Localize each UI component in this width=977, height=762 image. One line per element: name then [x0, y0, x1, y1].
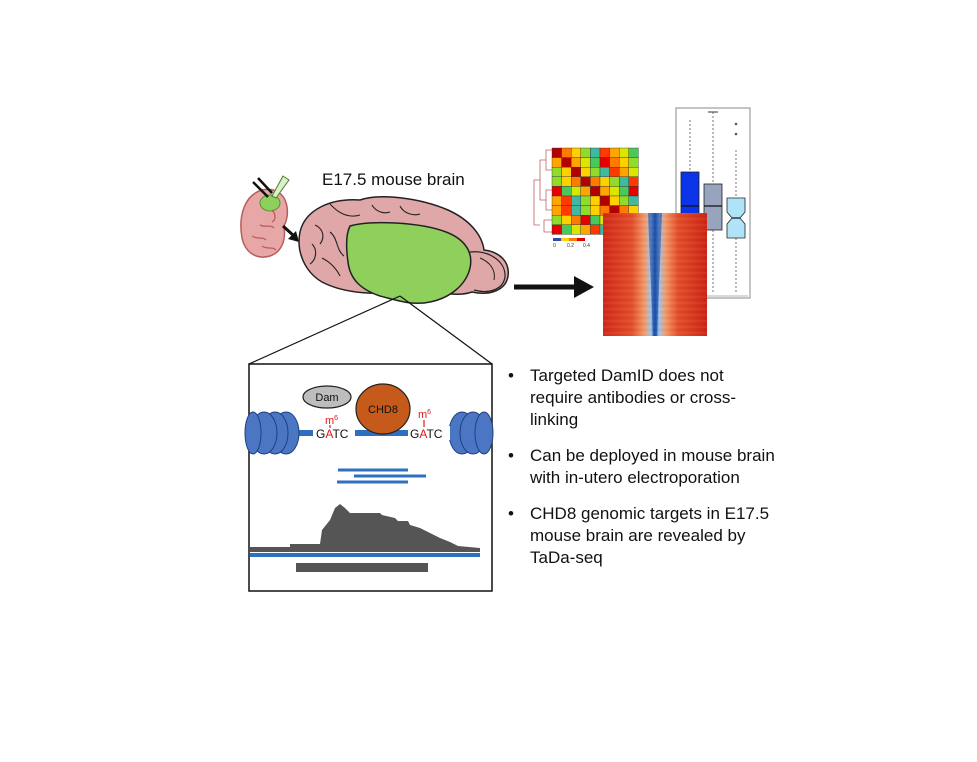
heatmap-cell	[599, 186, 610, 197]
heatmap-cell	[580, 195, 591, 206]
heatmap-cell	[571, 214, 582, 225]
binding-peak	[250, 504, 480, 572]
heatmap-cell	[619, 157, 630, 168]
heatmap-cell	[628, 157, 639, 168]
heatmap-cell	[599, 166, 610, 177]
heatmap-cell	[619, 186, 630, 197]
heatmap-cell	[619, 176, 630, 187]
heatmap-cell	[580, 186, 591, 197]
motif-right: GATC	[410, 427, 443, 441]
dendrogram-icon	[533, 149, 552, 233]
scale-tick-2: 0.4	[583, 243, 590, 249]
heatmap-cell	[628, 186, 639, 197]
heatmap-cell	[561, 186, 572, 197]
heatmap-cell	[628, 195, 639, 206]
heatmap-cell	[609, 186, 620, 197]
heatmap-cell	[561, 205, 572, 216]
heatmap-cell	[599, 147, 610, 158]
heatmap-cell	[619, 166, 630, 177]
heatmap-cell	[590, 147, 601, 158]
heatmap-cell	[551, 147, 562, 158]
scale-tick-1: 0.2	[567, 243, 574, 249]
chd8-protein: CHD8	[355, 383, 411, 435]
heatmap-cell	[580, 147, 591, 158]
small-arrow-icon	[281, 224, 299, 242]
heatmap-cell	[619, 147, 630, 158]
heatmap-cell	[590, 166, 601, 177]
heatmap-cell	[551, 195, 562, 206]
heatmap-cell	[561, 224, 572, 235]
heatmap-cell	[628, 176, 639, 187]
heatmap-cell	[590, 157, 601, 168]
nucleosome-left-icon	[244, 411, 300, 455]
mouse-embryo-icon	[240, 175, 290, 258]
heatmap-cell	[580, 176, 591, 187]
big-arrow-icon	[514, 276, 594, 298]
brain-title: E17.5 mouse brain	[322, 170, 465, 189]
bullet-item: Targeted DamID does not require antibodi…	[508, 365, 778, 431]
heatmap-cell	[561, 166, 572, 177]
heatmap-cell	[580, 214, 591, 225]
dam-protein: Dam	[302, 385, 352, 409]
heatmap-cell	[599, 176, 610, 187]
heatmap-cell	[590, 186, 601, 197]
heatmap-cell	[609, 157, 620, 168]
heatmap-cell	[551, 176, 562, 187]
bullet-item: CHD8 genomic targets in E17.5 mouse brai…	[508, 503, 778, 569]
heatmap-cell	[551, 166, 562, 177]
heatmap-cell	[590, 176, 601, 187]
bullet-item: Can be deployed in mouse brain with in-u…	[508, 445, 778, 489]
heatmap-cell	[619, 195, 630, 206]
heatmap-cell	[609, 166, 620, 177]
heatmap-cell	[590, 214, 601, 225]
zoom-lines	[248, 295, 493, 365]
heatmap-cell	[609, 147, 620, 158]
heatmap-cell	[599, 157, 610, 168]
heatmap-cell	[561, 176, 572, 187]
heatmap-cell	[590, 205, 601, 216]
heatmap-cell	[561, 214, 572, 225]
heatmap-cell	[571, 147, 582, 158]
heatmap-cell	[571, 166, 582, 177]
scale-tick-0: 0	[553, 243, 556, 249]
sequencing-reads	[337, 468, 426, 484]
heatmap-cell	[551, 186, 562, 197]
bullet-list: Targeted DamID does not require antibodi…	[508, 365, 778, 583]
svg-text:CHD8: CHD8	[368, 404, 398, 416]
heatmap-cell	[609, 176, 620, 187]
heatmap-cell	[580, 166, 591, 177]
heatmap-cell	[551, 205, 562, 216]
heatmap-cell	[561, 195, 572, 206]
damid-schematic: GATC m6 GATC m6 Dam CHD8	[244, 363, 494, 592]
heatmap-cell	[571, 186, 582, 197]
heatmap-cell	[551, 157, 562, 168]
heatmap-cell	[561, 157, 572, 168]
heatmap-cell	[571, 157, 582, 168]
mouse-brain-icon	[298, 196, 509, 305]
heatmap-cell	[599, 195, 610, 206]
heatmap-cell	[590, 195, 601, 206]
heatmap-cell	[590, 224, 601, 235]
heatmap-cell	[571, 224, 582, 235]
heatmap-cell	[571, 176, 582, 187]
heatmap-cell	[628, 147, 639, 158]
heatmap-cell	[580, 157, 591, 168]
motif-left: GATC	[316, 427, 349, 441]
heatmap-cell	[628, 166, 639, 177]
methyl-mark-right: m6	[418, 409, 431, 421]
heatmap-cell	[571, 195, 582, 206]
nucleosome-right-icon	[448, 411, 494, 455]
heatmap-cell	[571, 205, 582, 216]
heatmap-cell	[551, 224, 562, 235]
heatmap-cell	[609, 195, 620, 206]
svg-text:Dam: Dam	[315, 392, 338, 404]
tada-signal-heatmap	[603, 213, 707, 336]
heatmap-cell	[580, 205, 591, 216]
methyl-mark-left: m6	[325, 415, 338, 427]
heatmap-cell	[580, 224, 591, 235]
heatmap-cell	[561, 147, 572, 158]
heatmap-cell	[551, 214, 562, 225]
